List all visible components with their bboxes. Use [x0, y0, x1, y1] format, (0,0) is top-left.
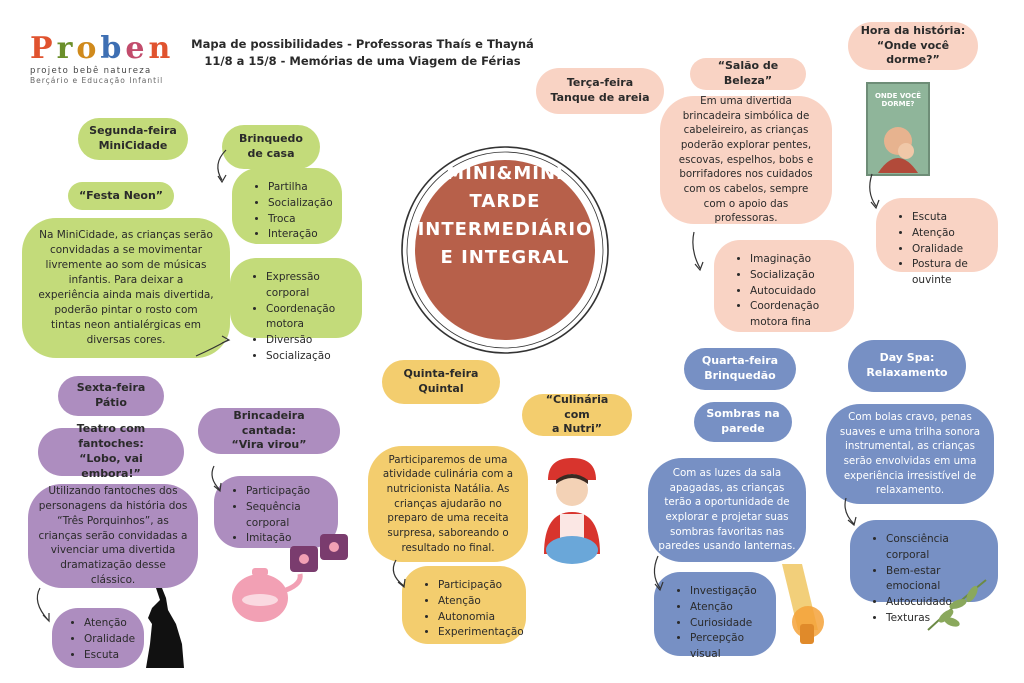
- center-title: MINI&MINI TARDE INTERMEDIÁRIO E INTEGRAL: [410, 160, 600, 272]
- skill-item: Atenção: [912, 226, 986, 242]
- thursday-day-label: Quinta-feira Quintal: [382, 360, 500, 404]
- skill-item: Participação: [438, 578, 514, 594]
- monday-toy-label: Brinquedo de casa: [222, 125, 320, 169]
- wolf-illustration: [146, 588, 184, 668]
- skill-item: Percepção visual: [690, 631, 764, 663]
- leaf-illustration: [927, 579, 987, 631]
- teapot-illustration: [232, 534, 348, 622]
- book-title: ONDE VOCÊ DORME?: [874, 92, 921, 109]
- header-line1: Mapa de possibilidades - Professoras Tha…: [191, 37, 534, 51]
- thursday-activity-title: “Culinária com a Nutri”: [522, 393, 632, 436]
- skill-item: Interação: [268, 227, 330, 243]
- logo-tagline: projeto bebê natureza: [30, 66, 152, 76]
- skill-item: Atenção: [438, 594, 514, 610]
- skill-item: Socialização: [750, 268, 842, 284]
- wednesday-description: Com as luzes da sala apagadas, as crianç…: [648, 458, 806, 562]
- skills-list: ParticipaçãoAtençãoAutonomiaExperimentaç…: [422, 578, 524, 641]
- flashlight-illustration: [782, 564, 824, 644]
- skill-item: Investigação: [690, 584, 764, 600]
- skill-item: Postura de ouvinte: [912, 257, 986, 289]
- center-line3: INTERMEDIÁRIO: [417, 219, 593, 240]
- skill-item: Imitação: [246, 531, 330, 547]
- skill-item: Atenção: [84, 616, 136, 632]
- tuesday-day-label: Terça-feira Tanque de areia: [536, 68, 664, 114]
- skill-item: Socialização: [268, 196, 333, 212]
- friday-song-title: Brincadeira cantada: “Vira virou”: [198, 408, 340, 454]
- skill-item: Diversão: [266, 333, 350, 349]
- tuesday-description: Em uma divertida brincadeira simbólica d…: [660, 95, 832, 224]
- monday-skills: Expressão corporalCoordenação motoraDive…: [230, 258, 362, 362]
- monday-activity-title: “Festa Neon”: [68, 182, 174, 210]
- skill-item: Partilha: [268, 180, 330, 196]
- skill-item: Participação: [246, 484, 330, 500]
- skill-item: Oralidade: [84, 632, 136, 648]
- wednesday-activity-title: Sombras na parede: [694, 402, 792, 442]
- friday-skills: AtençãoOralidadeEscuta: [52, 608, 144, 668]
- skills-list: PartilhaSocializaçãoTrocaInteração: [252, 180, 333, 243]
- monday-toy-skills: PartilhaSocializaçãoTrocaInteração: [232, 168, 342, 244]
- skill-item: Coordenação motora: [266, 302, 350, 334]
- friday-song-skills: ParticipaçãoSequência corporalImitação: [214, 476, 338, 548]
- skill-item: Escuta: [912, 210, 986, 226]
- skill-item: Expressão corporal: [266, 270, 350, 302]
- story-skills: EscutaAtençãoOralidadePostura de ouvinte: [876, 198, 998, 286]
- skill-item: Autocuidado: [750, 284, 842, 300]
- spa-title: Day Spa: Relaxamento: [848, 340, 966, 392]
- skills-list: Expressão corporalCoordenação motoraDive…: [250, 270, 350, 365]
- skill-item: Autocuidado: [886, 595, 986, 611]
- skill-item: Autonomia: [438, 610, 514, 626]
- friday-description: Utilizando fantoches dos personagens da …: [28, 484, 198, 588]
- skill-item: Curiosidade: [690, 616, 764, 632]
- page-header: Mapa de possibilidades - Professoras Tha…: [190, 36, 535, 69]
- skill-item: Texturas: [886, 611, 986, 627]
- story-title: Hora da história: “Onde você dorme?”: [848, 22, 978, 70]
- logo-subtitle: Berçário e Educação Infantil: [30, 76, 164, 85]
- thursday-skills: ParticipaçãoAtençãoAutonomiaExperimentaç…: [402, 566, 526, 644]
- logo: Proben projeto bebê natureza Berçário e …: [30, 34, 190, 94]
- friday-activity-title: Teatro com fantoches: “Lobo, vai embora!…: [38, 422, 184, 480]
- wednesday-day-label: Quarta-feira Brinquedão: [684, 348, 796, 390]
- logo-wordmark: Proben: [30, 31, 175, 66]
- skill-item: Troca: [268, 212, 330, 228]
- skills-list: ParticipaçãoSequência corporalImitação: [230, 484, 330, 547]
- header-line2: 11/8 a 15/8 - Memórias de uma Viagem de …: [204, 53, 521, 68]
- wednesday-skills: InvestigaçãoAtençãoCuriosidadePercepção …: [654, 572, 776, 660]
- monday-description: Na MiniCidade, as crianças serão convida…: [22, 218, 230, 358]
- story-book-cover: ONDE VOCÊ DORME?: [866, 82, 930, 176]
- skills-list: AtençãoOralidadeEscuta: [68, 616, 136, 663]
- skills-list: InvestigaçãoAtençãoCuriosidadePercepção …: [674, 584, 764, 663]
- skill-item: Oralidade: [912, 242, 986, 258]
- tuesday-activity-title: “Salão de Beleza”: [690, 58, 806, 90]
- friday-day-label: Sexta-feira Pátio: [58, 376, 164, 416]
- skill-item: Experimentação: [438, 625, 524, 641]
- chef-illustration: [544, 458, 600, 564]
- skill-item: Imaginação: [750, 252, 842, 268]
- skills-list: Consciência corporalBem-estar emocionalA…: [870, 532, 986, 627]
- center-line4: E INTEGRAL: [440, 247, 570, 268]
- skill-item: Bem-estar emocional: [886, 564, 986, 596]
- spa-description: Com bolas cravo, penas suaves e uma tril…: [826, 404, 994, 504]
- thursday-description: Participaremos de uma atividade culinári…: [368, 446, 528, 562]
- tuesday-skills: ImaginaçãoSocializaçãoAutocuidadoCoorden…: [714, 240, 854, 332]
- skill-item: Coordenação motora fina: [750, 299, 842, 331]
- monday-day-label: Segunda-feira MiniCidade: [78, 118, 188, 160]
- skill-item: Sequência corporal: [246, 500, 330, 532]
- skills-list: ImaginaçãoSocializaçãoAutocuidadoCoorden…: [734, 252, 842, 331]
- skill-item: Atenção: [690, 600, 764, 616]
- center-line2: TARDE: [469, 191, 541, 212]
- skill-item: Consciência corporal: [886, 532, 986, 564]
- skills-list: EscutaAtençãoOralidadePostura de ouvinte: [896, 210, 986, 289]
- skill-item: Socialização: [266, 349, 350, 365]
- center-line1: MINI&MINI: [446, 163, 564, 184]
- skill-item: Escuta: [84, 648, 136, 664]
- center-wreath: [401, 146, 609, 354]
